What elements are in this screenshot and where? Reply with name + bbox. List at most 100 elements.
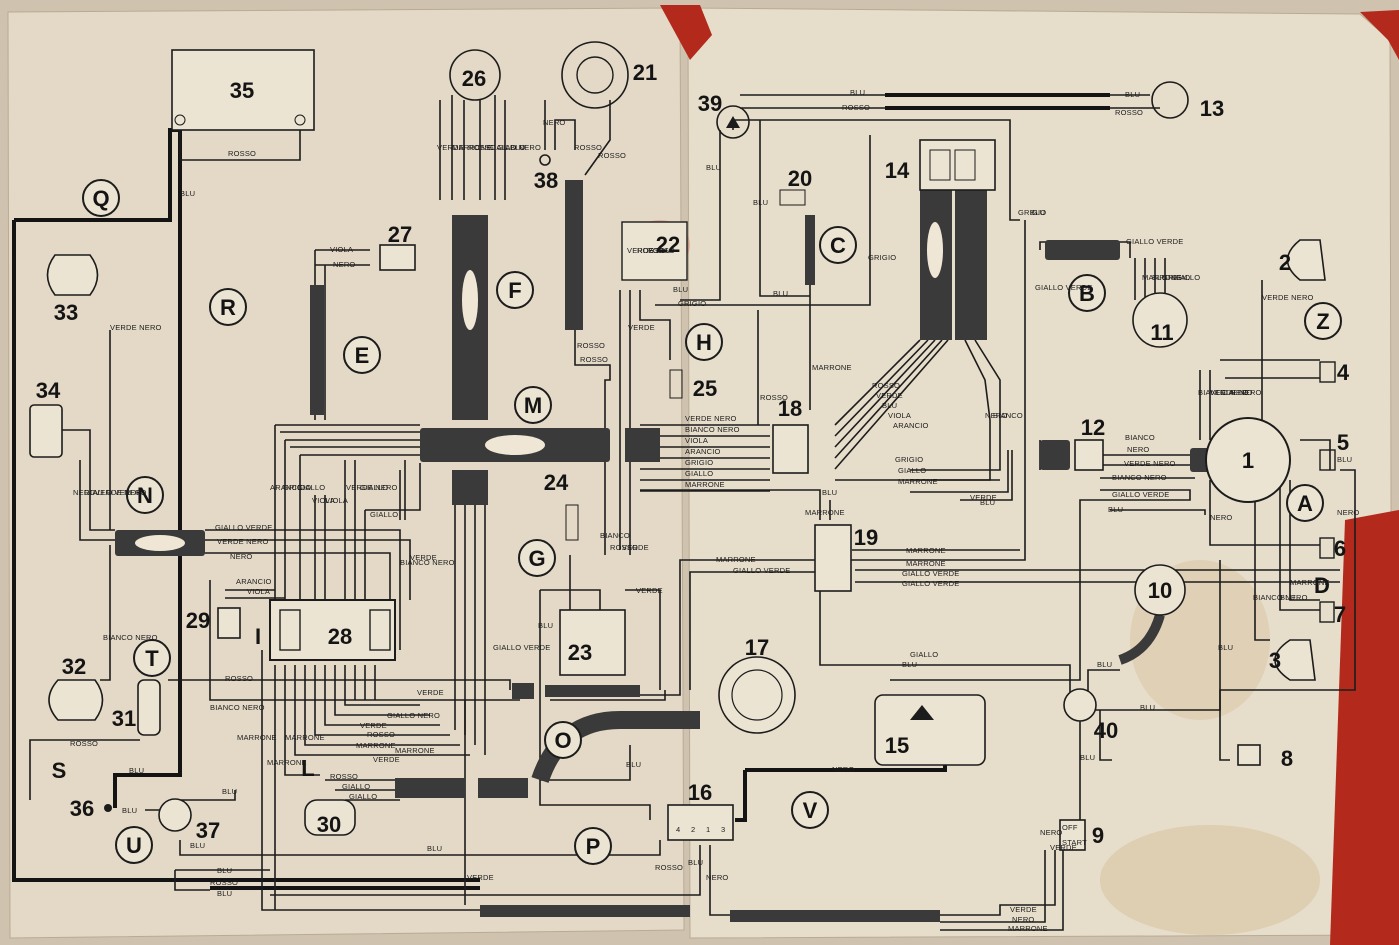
wire-label: GIALLO VERDE	[902, 569, 959, 578]
wire-label: GIALLO	[685, 469, 713, 478]
wire-label: ARANCIO	[893, 421, 929, 430]
switch-16-pin-3: 3	[721, 825, 725, 834]
component-19-number: 19	[854, 525, 878, 550]
wire-label: VIOLA	[888, 411, 911, 420]
switch-9-off-label: OFF	[1062, 823, 1078, 832]
wire-label: VERDE	[417, 688, 444, 697]
wire-label: VERDE	[410, 553, 437, 562]
wire-label: GRIGIO	[895, 455, 923, 464]
wire-label: BLU	[656, 246, 671, 255]
wire-label: MARRONE	[716, 555, 756, 564]
wire-label: GIALLO VERDE	[1112, 490, 1169, 499]
harness-l-letter: L	[301, 756, 314, 781]
wire-label: BIANCO NERO	[1198, 388, 1253, 397]
wire-label: NERO	[1210, 513, 1232, 522]
wire-label: BIANCO NERO	[685, 425, 740, 434]
component-36-number: 36	[70, 796, 94, 821]
wire-label: BIANCO NERO	[1253, 593, 1308, 602]
component-7-number: 7	[1334, 602, 1346, 627]
wire-label: NERO	[543, 118, 565, 127]
wire-label: VIOLA	[685, 436, 708, 445]
wire-label: VERDE	[437, 143, 464, 152]
wire-label: MARRONE	[285, 733, 325, 742]
wire-label: BLU	[222, 787, 237, 796]
wire-label: MARRONE	[812, 363, 852, 372]
wire-label: VERDE	[876, 391, 903, 400]
wire-label: ROSSO	[647, 246, 675, 255]
wire-label: ROSSO	[580, 355, 608, 364]
wire-label: VERDE	[467, 873, 494, 882]
component-27-number: 27	[388, 222, 412, 247]
component-18-number: 18	[778, 396, 802, 421]
wire-label: BLU	[902, 660, 917, 669]
wire-label: BLU	[688, 858, 703, 867]
harness-v-letter: V	[803, 798, 818, 823]
wire-label: ROSSO	[637, 246, 665, 255]
wire-label: VERDE NERO	[346, 483, 398, 492]
harness-r-letter: R	[220, 295, 236, 320]
wire-label: BLU	[510, 143, 525, 152]
harness-s-letter: S	[52, 758, 67, 783]
component-24-number: 24	[544, 470, 569, 495]
wire-label: GIALLO	[360, 483, 388, 492]
wire-label: GIALLO NERO	[387, 711, 440, 720]
wire-label: GRIGIO	[868, 253, 896, 262]
harness-g-letter: G	[528, 546, 545, 571]
wire-label: VERDE NERO	[217, 537, 269, 546]
wire-label: GIALLO	[1220, 388, 1248, 397]
wire-label: GIALLO	[297, 483, 325, 492]
harness-n-letter: N	[137, 483, 153, 508]
wire-label: MARRONE	[395, 746, 435, 755]
battery-35-box	[171, 49, 315, 131]
component-5-number: 5	[1337, 430, 1349, 455]
wire-label: BIANCO	[1125, 433, 1155, 442]
component-33-number: 33	[54, 300, 78, 325]
component-8-number: 8	[1281, 746, 1293, 771]
main-frame-wires	[12, 93, 1110, 890]
wire-label: BIANCO NERO	[1112, 473, 1167, 482]
wire-label: GIALLO VERDE	[902, 579, 959, 588]
component-39-number: 39	[698, 91, 722, 116]
wire-label: BLU	[122, 806, 137, 815]
thin-wires	[29, 94, 1356, 931]
wire-label: GIALLO	[497, 143, 525, 152]
harness-t-letter: T	[145, 646, 159, 671]
wire-label: BLU	[822, 488, 837, 497]
wire-label: MARRONE	[805, 508, 845, 517]
wire-label: GIALLO VERDE	[493, 643, 550, 652]
harness-h-letter: H	[696, 330, 712, 355]
wire-label: BLU	[882, 401, 897, 410]
component-31-number: 31	[112, 706, 136, 731]
component-20-number: 20	[788, 166, 812, 191]
wire-label: ROSSO	[225, 674, 253, 683]
wire-label: VERDE	[373, 755, 400, 764]
wire-label: ROSSO	[577, 341, 605, 350]
wire-label: VERDE	[1010, 905, 1037, 914]
wire-label: BIANCO NERO	[210, 703, 265, 712]
wire-label: VERDE NERO	[1210, 388, 1262, 397]
wire-label: BLU	[673, 285, 688, 294]
wire-label: GIALLO	[910, 650, 938, 659]
wire-label: NERO	[1127, 445, 1149, 454]
wire-label: BLU	[850, 88, 865, 97]
harness-bundles	[115, 180, 1220, 922]
wire-label: BLU	[1140, 703, 1155, 712]
wire-label: VERDE	[1050, 843, 1077, 852]
switch-9-start-label: START	[1062, 838, 1087, 847]
wire-label: GIALLO	[1172, 273, 1200, 282]
component-40-number: 40	[1094, 718, 1118, 743]
wire-label: GIALLO VERDE	[733, 566, 790, 575]
wire-label: VERDE NERO	[1124, 459, 1176, 468]
wire-label: VERDE	[970, 493, 997, 502]
wire-label: BLU	[1218, 643, 1233, 652]
harness-u-letter: U	[126, 833, 142, 858]
component-32-number: 32	[62, 654, 86, 679]
wire-label: GRIGIO	[685, 458, 713, 467]
wire-label: BLU	[129, 766, 144, 775]
wire-label: GRIGIO	[1018, 208, 1046, 217]
component-21-number: 21	[633, 60, 657, 85]
wire-label: NERO	[1012, 915, 1034, 924]
harness-e-letter: E	[355, 343, 370, 368]
component-16-number: 16	[688, 780, 712, 805]
